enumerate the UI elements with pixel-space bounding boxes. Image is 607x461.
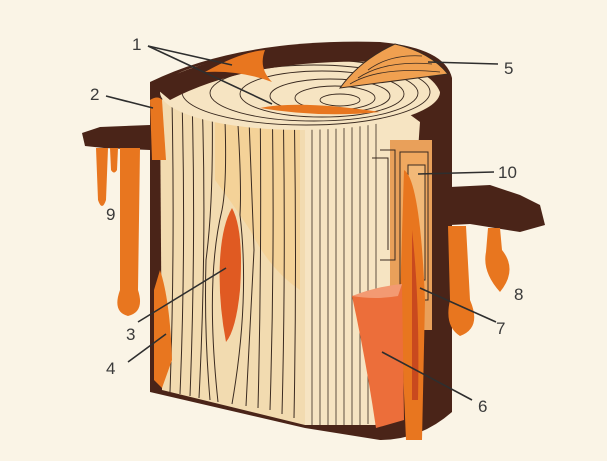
label-2: 2: [90, 85, 99, 104]
label-9: 9: [106, 205, 115, 224]
left-branch: [82, 125, 150, 150]
label-6: 6: [478, 397, 487, 416]
label-4: 4: [106, 359, 115, 378]
label-7: 7: [496, 319, 505, 338]
label-5: 5: [504, 59, 513, 78]
label-8: 8: [514, 285, 523, 304]
label-1: 1: [132, 35, 141, 54]
label-3: 3: [126, 325, 135, 344]
resin-drips-9: [96, 148, 140, 316]
label-10: 10: [498, 163, 517, 182]
